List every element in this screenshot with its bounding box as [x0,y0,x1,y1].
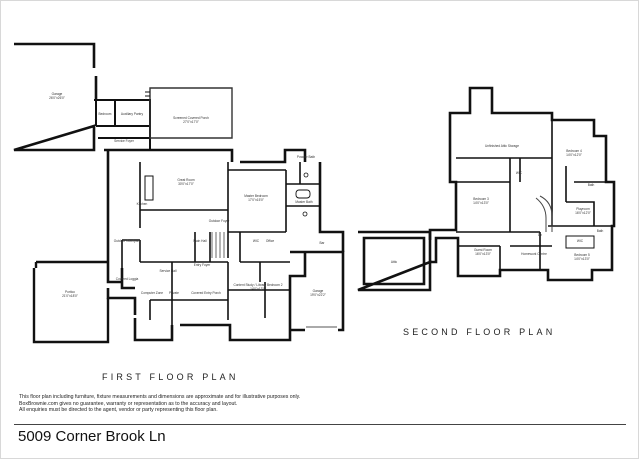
label-bedroom-3: Bedroom 3 [473,197,489,201]
label-service-hall: Service Hall [159,269,176,273]
label-guest-room: Guest Room [474,248,492,252]
label-portico: Portico [65,290,75,294]
label-homework: Homework Centre [521,252,547,256]
second-floor-stairs [535,195,553,232]
label-bar: Bar [320,241,326,245]
label-aux-pantry: Auxiliary Pantry [121,112,144,116]
powder-bath-toilet [303,172,309,178]
label-library: Content Study / Library Bedroom 2 [233,283,282,287]
disclaimer: This floor plan including furniture, fix… [19,394,439,414]
label-bedroom-4-size: 14'0"x12'0" [566,153,582,157]
label-screened-porch: Screened Covered Porch [173,116,209,120]
porch-steps [145,91,150,97]
label-bath-b: Bath [597,229,604,233]
label-garage-a-size: 26'0"x26'0" [49,96,65,100]
label-outdoor-foyer: Outdoor Foyer [209,219,230,223]
disclaimer-line: BoxBrownie.com gives no guarantee, warra… [19,400,238,407]
footer-divider [14,424,626,425]
label-screened-porch-size: 27'0"x17'0" [183,120,199,124]
label-attic: Attic [391,260,398,264]
first-floor-stairs [211,232,225,258]
label-wic-2b: WIC [577,239,584,243]
label-garage-b-size: 19'0"x22'2" [310,293,326,297]
first-floor-main-walls [104,148,345,342]
label-unfinished-attic: Unfinished Attic Storage [485,144,519,148]
label-service-foyer: Service Foyer [114,139,135,143]
label-bedroom-5-size: 14'0"x13'0" [574,257,590,261]
second-floor-outer-walls [428,86,616,282]
label-main-hall: Main Hall [193,239,207,243]
second-floor-wic [565,235,595,249]
label-wic-2a: WIC [516,171,523,175]
portico-walls [32,260,110,344]
label-playroom-size: 16'0"x12'0" [575,211,591,215]
label-wic: WIC [253,239,260,243]
room-labels: Garage 26'0"x26'0" Bedroom Auxiliary Pan… [49,92,603,298]
label-entry-foyer: Entry Foyer [194,263,211,267]
disclaimer-line: This floor plan including furniture, fix… [19,394,301,400]
label-kitchen: Kitchen [137,202,148,206]
kitchen-island [144,175,154,201]
second-floor-plan [357,86,616,292]
disclaimer-line: All enquiries must be directed to the ag… [19,407,218,414]
label-bedroom-3-size: 14'0"x13'0" [473,201,489,205]
label-master-bath: Master Bath [295,200,312,204]
first-floor-interior-walls [121,162,320,325]
label-master-bedroom: Master Bedroom [244,194,268,198]
garage-b-walls [290,250,345,332]
label-garage-a: Garage [52,92,63,96]
label-library-size: 14'0"x13'0" [250,287,266,291]
screened-porch-walls [149,87,233,139]
label-great-room-size: 30'0"x17'0" [178,182,194,186]
garage-a-walls [13,42,98,152]
label-dn: Dn [538,233,542,237]
second-floor-title: SECOND FLOOR PLAN [403,327,556,337]
label-garage-b: Garage [313,289,324,293]
label-covered-loggia: Covered Loggia [116,277,139,281]
first-floor-plan [13,42,345,344]
label-powder-bath: Powder Bath [297,155,315,159]
label-portico-size: 21'0"x18'0" [62,294,78,298]
second-floor-inner-walls [456,120,614,276]
label-computer-zone: Computer Zone [141,291,163,295]
attic-walls [357,230,432,292]
label-bedroom-4: Bedroom 4 [566,149,582,153]
label-private: Private [169,291,179,295]
label-outdoor-courtyard: Outdoor Courtyard [114,239,141,243]
label-covered-entry-porch: Covered Entry Porch [191,291,221,295]
label-great-room: Great Room [177,178,195,182]
master-bath-tub [295,189,311,199]
label-bath-a: Bath [588,183,595,187]
label-guest-room-size: 16'0"x13'0" [475,252,491,256]
label-master-bedroom-size: 17'0"x15'0" [248,198,264,202]
label-bedroom: Bedroom [99,112,112,116]
property-address: 5009 Corner Brook Ln [18,428,166,445]
label-bedroom-5: Bedroom 5 [574,253,590,257]
label-playroom: Playroom [576,207,590,211]
label-office: Office [266,239,274,243]
first-floor-title: FIRST FLOOR PLAN [102,372,239,382]
master-bath-toilet [302,211,308,217]
